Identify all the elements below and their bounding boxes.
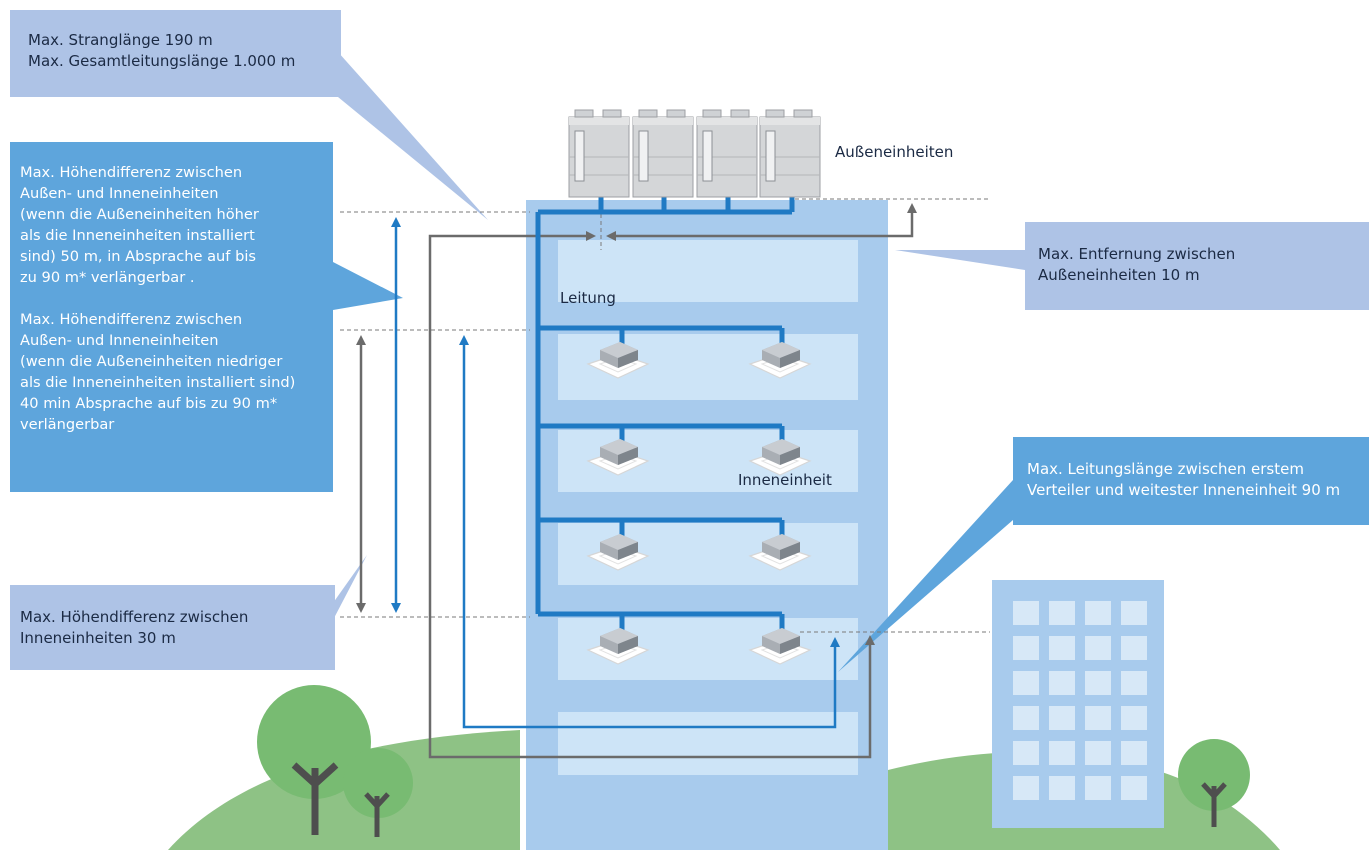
callout-text: Max. Gesamtleitungslänge 1.000 m	[28, 52, 296, 70]
label-indoor-unit: Inneneinheit	[738, 471, 832, 489]
label-pipe: Leitung	[560, 289, 616, 307]
gray-arrows	[356, 203, 917, 759]
callout-text: als die Inneneinheiten installiert	[20, 227, 255, 244]
office-window	[1121, 706, 1147, 730]
callout-text: als die Inneneinheiten installiert sind)	[20, 374, 296, 391]
office-window	[1013, 636, 1039, 660]
callout-text: Außen- und Inneneinheiten	[20, 185, 219, 202]
office-window	[1049, 601, 1075, 625]
callout-text: (wenn die Außeneinheiten höher	[20, 206, 259, 223]
office-window	[1013, 671, 1039, 695]
callout-text: zu 90 m* verlängerbar .	[20, 269, 195, 286]
callout-pointers	[333, 52, 1025, 672]
office-window	[1085, 706, 1111, 730]
callout-text: verlängerbar	[20, 416, 115, 433]
spacer	[20, 288, 333, 309]
callout-text: Außeneinheiten 10 m	[1038, 266, 1200, 284]
pipe-outdoor-risers	[598, 197, 795, 212]
office-window	[1013, 706, 1039, 730]
office-window	[1049, 671, 1075, 695]
tree-left-small	[343, 748, 413, 837]
callout-text: Max. Höhendifferenz zwischen	[20, 608, 249, 626]
office-window	[1049, 776, 1075, 800]
office-window	[1085, 741, 1111, 765]
callout-text: Verteiler und weitester Inneneinheit 90 …	[1027, 481, 1341, 499]
office-window	[1085, 636, 1111, 660]
office-window	[1013, 741, 1039, 765]
callout-text: Inneneinheiten 30 m	[20, 629, 176, 647]
office-window	[1085, 601, 1111, 625]
callout-text: Max. Entfernung zwischen	[1038, 245, 1236, 263]
callout-height-differences: Max. Höhendifferenz zwischen Außen- und …	[10, 142, 333, 492]
callout-text: Max. Höhendifferenz zwischen	[20, 164, 243, 181]
office-window	[1049, 636, 1075, 660]
callout-piping-lengths: Max. Stranglänge 190 m Max. Gesamtleitun…	[10, 10, 341, 97]
callout-text: Max. Stranglänge 190 m	[28, 31, 213, 49]
office-window	[1013, 601, 1039, 625]
blue-arrows	[391, 217, 840, 729]
office-window	[1121, 776, 1147, 800]
office-window	[1121, 671, 1147, 695]
callout-text: sind) 50 m, in Absprache auf bis	[20, 248, 256, 265]
callout-outdoor-distance: Max. Entfernung zwischen Außeneinheiten …	[1025, 222, 1369, 310]
office-window	[1049, 706, 1075, 730]
office-window	[1085, 671, 1111, 695]
office-window	[1121, 741, 1147, 765]
callout-indoor-height: Max. Höhendifferenz zwischen Inneneinhei…	[10, 585, 335, 670]
office-window	[1013, 776, 1039, 800]
floor-6	[558, 712, 858, 775]
callout-text: 40 min Absprache auf bis zu 90 m*	[20, 395, 278, 412]
tree-right	[1178, 739, 1250, 827]
tree-left-large	[257, 685, 371, 835]
callout-pipe-length: Max. Leitungslänge zwischen erstem Verte…	[1013, 437, 1369, 525]
office-windows	[1013, 601, 1147, 800]
office-window	[1085, 776, 1111, 800]
office-window	[1121, 601, 1147, 625]
callout-text: Max. Höhendifferenz zwischen	[20, 311, 243, 328]
callout-text: Außen- und Inneneinheiten	[20, 332, 219, 349]
office-window	[1049, 741, 1075, 765]
callout-text: Max. Leitungslänge zwischen erstem	[1027, 460, 1304, 478]
office-window	[1121, 636, 1147, 660]
label-outdoor-units: Außeneinheiten	[835, 143, 954, 161]
callout-text: (wenn die Außeneinheiten niedriger	[20, 353, 283, 370]
office-building	[992, 580, 1164, 828]
outdoor-units	[568, 109, 821, 198]
